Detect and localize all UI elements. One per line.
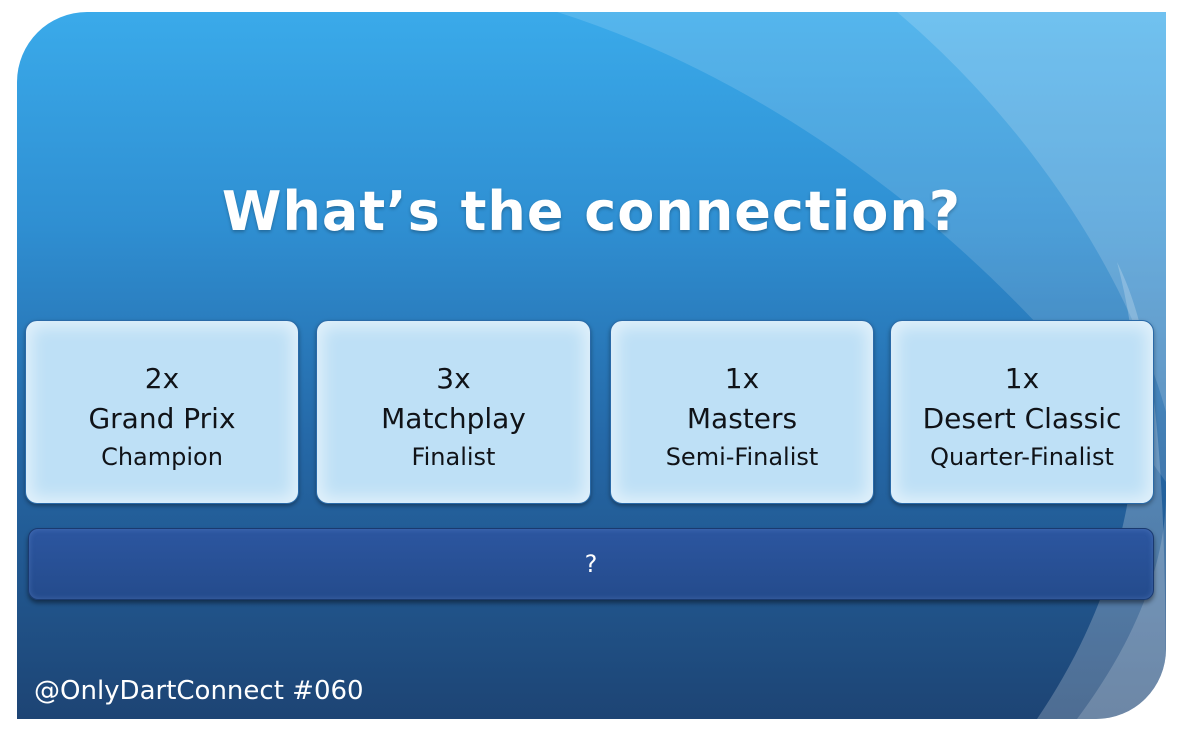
clue-event: Grand Prix xyxy=(88,402,236,435)
clue-event: Desert Classic xyxy=(922,402,1122,435)
clue-tile-1[interactable]: 2x Grand Prix Champion xyxy=(25,320,299,504)
clue-tile-2[interactable]: 3x Matchplay Finalist xyxy=(316,320,591,504)
footer-handle: @OnlyDartConnect #060 xyxy=(34,676,364,706)
clue-event: Masters xyxy=(686,402,798,435)
clue-tile-3[interactable]: 1x Masters Semi-Finalist xyxy=(610,320,874,504)
clue-result: Semi-Finalist xyxy=(665,443,819,471)
clue-count: 1x xyxy=(1004,362,1040,395)
quiz-slide: What’s the connection? 2x Grand Prix Cha… xyxy=(17,12,1166,719)
slide-title: What’s the connection? xyxy=(221,180,962,243)
clue-count: 3x xyxy=(436,362,471,395)
clue-result: Champion xyxy=(101,443,223,471)
answer-bar[interactable]: ? xyxy=(28,528,1154,600)
clue-result: Quarter-Finalist xyxy=(930,443,1114,471)
clue-count: 1x xyxy=(724,362,760,395)
clue-result: Finalist xyxy=(411,443,496,471)
clue-event: Matchplay xyxy=(381,402,526,435)
clue-count: 2x xyxy=(144,362,180,395)
clue-tile-4[interactable]: 1x Desert Classic Quarter-Finalist xyxy=(890,320,1154,504)
background-swoosh xyxy=(557,12,1166,719)
